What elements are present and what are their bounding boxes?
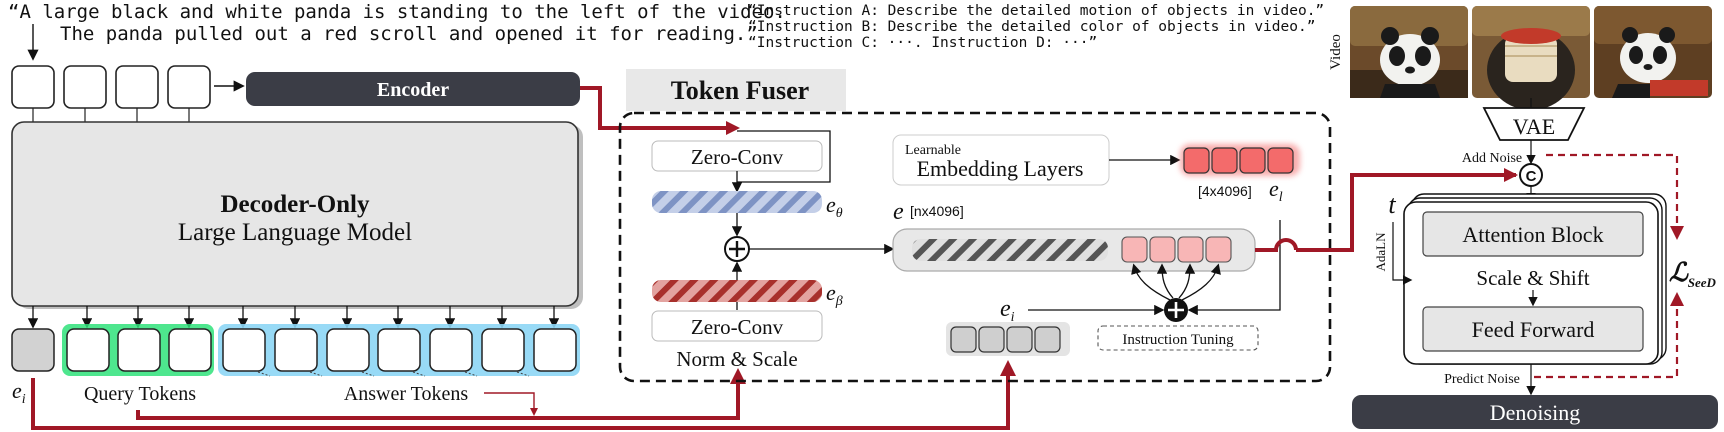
ei-token	[11, 328, 55, 372]
add-noise-label: Add Noise	[1462, 151, 1522, 166]
answer-tokens-pointer	[484, 392, 535, 412]
ei-to-fuser-arrowhead	[1000, 360, 1016, 376]
attention-block	[1422, 211, 1644, 257]
video-frame-1	[1350, 6, 1468, 98]
instruction-tuning-label: Instruction Tuning	[1122, 332, 1234, 348]
query-tokens-label: Query Tokens	[84, 383, 196, 405]
e-beta-bar	[652, 280, 822, 302]
llm-subtitle: Large Language Model	[178, 219, 412, 246]
encoder-label: Encoder	[377, 79, 449, 101]
predict-noise-label: Predict Noise	[1444, 372, 1520, 387]
instruction-b: “Instruction B: Describe the detailed co…	[748, 19, 1315, 35]
feed-forward-label: Feed Forward	[1472, 317, 1595, 342]
encoder-block	[246, 72, 580, 106]
zero-conv-skip	[737, 130, 831, 183]
llm-title: Decoder-Only	[220, 191, 370, 218]
encoder-to-fuser-line	[580, 86, 736, 130]
video-frames	[1350, 6, 1712, 110]
llm-output-arrows	[27, 306, 560, 329]
vae-label: VAE	[1513, 114, 1555, 139]
e-theta-bar	[652, 191, 822, 213]
el-to-instruction-arrow	[1187, 220, 1281, 316]
learnable-label: Learnable	[905, 143, 961, 158]
input-tokens	[11, 65, 211, 122]
loss-loop-bottom	[1534, 300, 1679, 379]
e-beta-label: eβ	[826, 280, 843, 309]
ei-label: ei	[12, 378, 26, 407]
t-label: t	[1388, 190, 1396, 219]
line-hop	[1274, 238, 1298, 251]
instruction-tuning-box	[1097, 325, 1259, 351]
loss-loop-top	[1546, 153, 1679, 232]
embedding-layers-label: Embedding Layers	[917, 156, 1084, 181]
concat-label: C	[1526, 168, 1537, 185]
ei-gray-tokens	[950, 326, 1061, 353]
denoising-label: Denoising	[1490, 400, 1580, 425]
ei-fuser-label: ei	[1000, 296, 1015, 325]
answer-tokens	[222, 328, 577, 372]
el-label: el	[1269, 176, 1283, 205]
attention-label: Attention Block	[1462, 222, 1603, 247]
feed-forward-block	[1422, 306, 1644, 352]
answer-tokens-label: Answer Tokens	[344, 383, 469, 405]
adaln-label: AdaLN	[1373, 232, 1388, 272]
instruction-a: “Instruction A: Describe the detailed mo…	[748, 3, 1324, 19]
norm-scale-label: Norm & Scale	[676, 347, 797, 371]
scale-shift-label: Scale & Shift	[1476, 266, 1589, 290]
e-pink-tokens	[1121, 236, 1232, 263]
video-frame-3	[1594, 6, 1712, 98]
video-frame-2	[1472, 6, 1590, 110]
encoder-to-fuser-arrowhead	[726, 121, 740, 135]
caption-line-1: “A large black and white panda is standi…	[8, 1, 786, 23]
query-tokens	[66, 328, 212, 372]
e-hatched-part	[912, 239, 1108, 261]
video-label: Video	[1328, 34, 1344, 70]
zero-conv-top-label: Zero-Conv	[691, 145, 784, 169]
token-fuser-title: Token Fuser	[671, 76, 809, 105]
vae-block	[1482, 107, 1586, 141]
el-tokens	[1183, 147, 1294, 174]
el-dim-label: [4x4096]	[1198, 183, 1252, 199]
zero-conv-bottom	[651, 310, 823, 342]
e-dim-label: [nx4096]	[910, 203, 964, 219]
e-label: e	[893, 199, 904, 225]
e-theta-label: eθ	[826, 192, 843, 221]
e-to-diffusion-line	[1296, 173, 1516, 252]
query-to-fuser-line	[136, 380, 740, 420]
ei-to-fuser-line	[31, 372, 1010, 430]
zero-conv-bottom-label: Zero-Conv	[691, 315, 784, 339]
adaln-arrow	[1392, 222, 1413, 285]
instruction-fan-arrows	[1131, 263, 1221, 301]
instruction-c: “Instruction C: ···. Instruction D: ···”	[748, 35, 1097, 51]
caption-line-2: The panda pulled out a red scroll and op…	[60, 23, 758, 45]
loss-label: ℒSeeD	[1669, 258, 1717, 290]
denoising-bar	[1352, 395, 1718, 429]
token-fuser-frame	[618, 111, 1332, 383]
token-fuser-title-bg	[626, 69, 846, 111]
